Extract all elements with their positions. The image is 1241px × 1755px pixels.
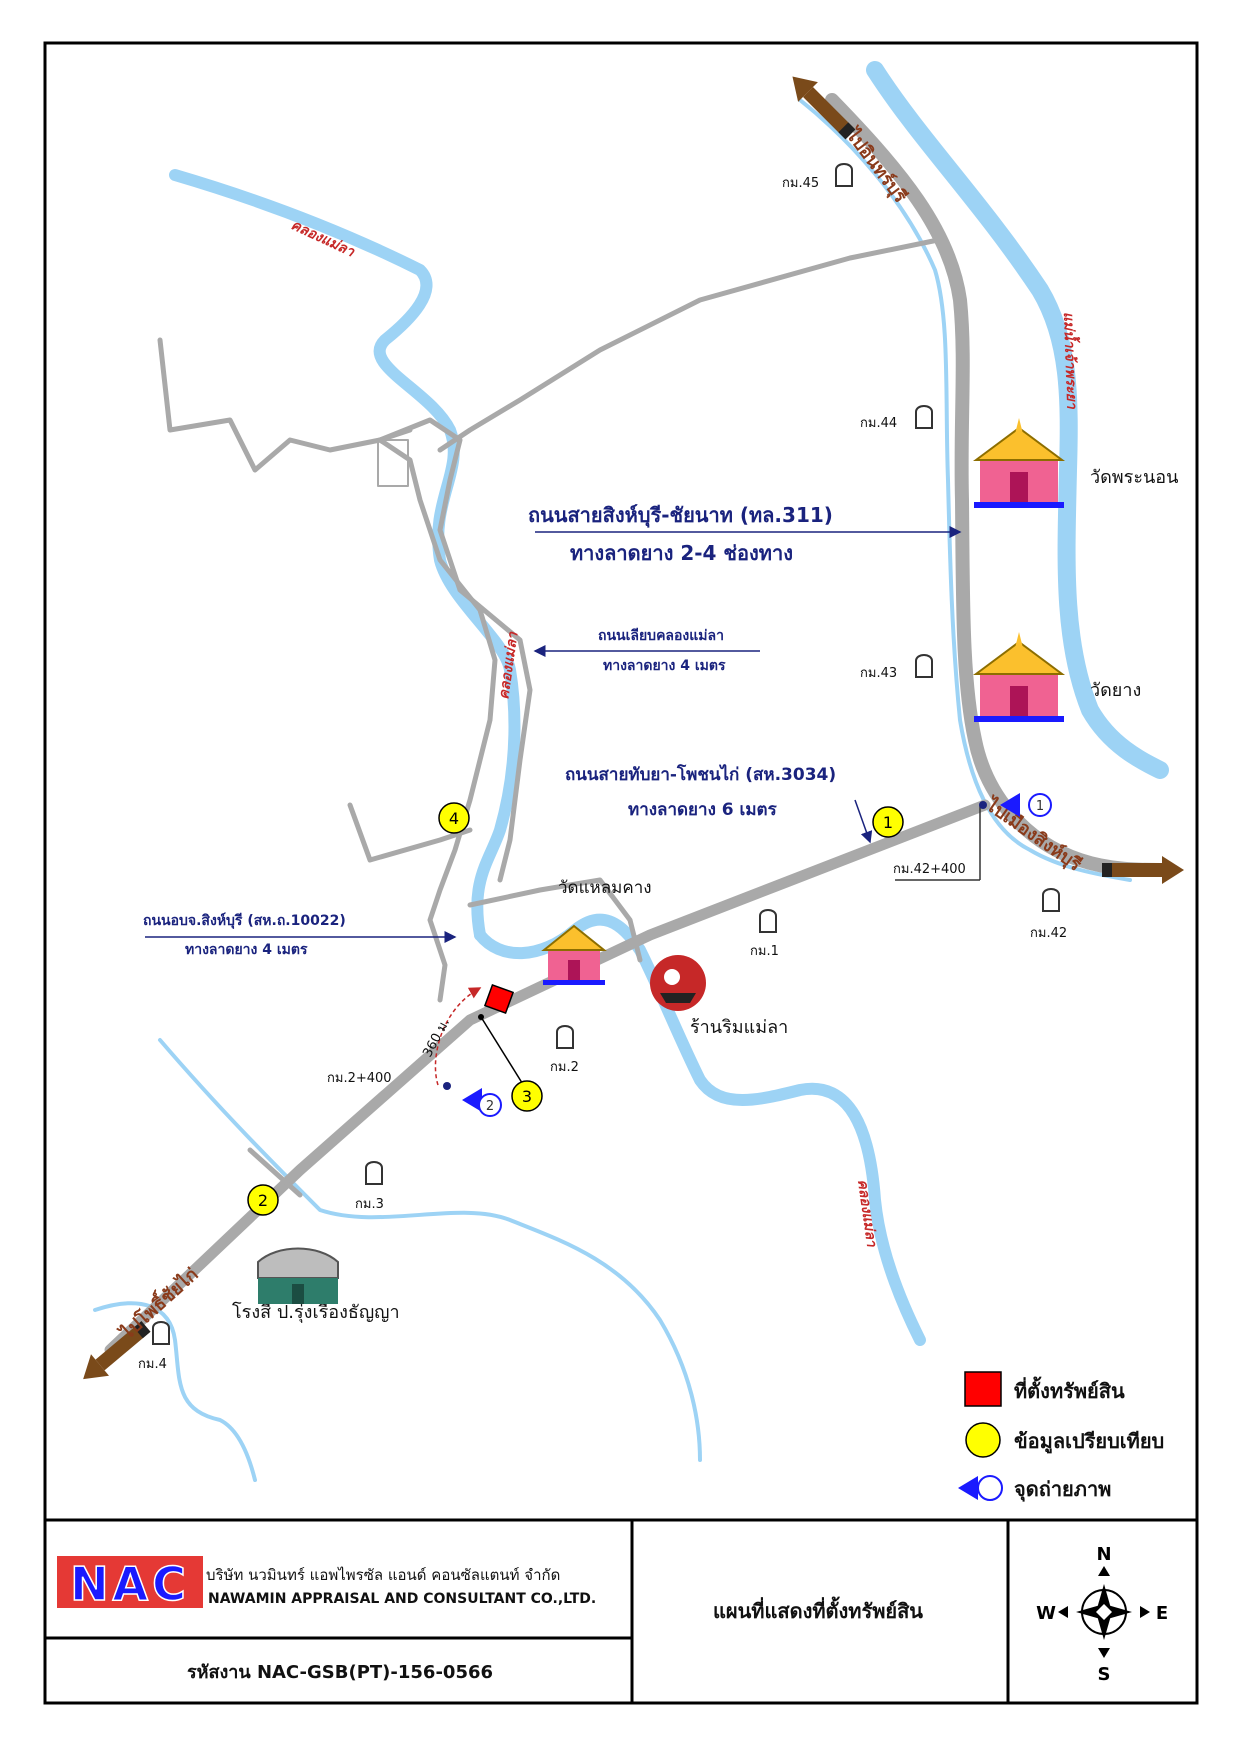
photo-points: 1 2 bbox=[443, 793, 1052, 1117]
company-name-english: NAWAMIN APPRAISAL AND CONSULTANT CO.,LTD… bbox=[208, 1591, 596, 1607]
restaurant-label: ร้านริมแม่ลา bbox=[690, 1017, 788, 1038]
km-post-icon bbox=[1042, 888, 1060, 912]
km42-400-label: กม.42+400 bbox=[893, 862, 966, 877]
compass-w: W bbox=[1036, 1603, 1056, 1624]
highway-311 bbox=[825, 93, 1167, 877]
local-road-east bbox=[467, 877, 643, 963]
job-code: รหัสงาน NAC-GSB(PT)-156-0566 bbox=[187, 1662, 493, 1683]
rice-mill-label: โรงสี ป.รุ่งเรืองธัญญา bbox=[232, 1301, 400, 1323]
compass-rose: N S E W bbox=[1036, 1544, 1168, 1685]
local-road-sw bbox=[247, 1147, 303, 1198]
km-post-icon bbox=[915, 405, 933, 429]
legend-photo-point: จุดถ่ายภาพ bbox=[1014, 1477, 1111, 1502]
restaurant-icon bbox=[650, 955, 706, 1011]
km-post-icon bbox=[835, 163, 853, 187]
comparable-markers: 1 2 3 4 bbox=[247, 802, 904, 1216]
legend-comparable: ข้อมูลเปรียบเทียบ bbox=[1014, 1429, 1164, 1455]
local-road-north bbox=[437, 237, 941, 453]
local-road-west2 bbox=[377, 437, 498, 1003]
property-marker bbox=[478, 983, 525, 1087]
temple-icon bbox=[541, 924, 607, 985]
legend-property: ที่ตั้งทรัพย์สิน bbox=[1014, 1376, 1125, 1403]
km4-label: กม.4 bbox=[138, 1357, 167, 1372]
rice-mill-icon bbox=[257, 1247, 339, 1304]
km-posts bbox=[152, 163, 1060, 1345]
wat-phra-non-label: วัดพระนอน bbox=[1090, 467, 1178, 488]
map-border bbox=[43, 41, 1199, 1705]
local-road-loop bbox=[377, 417, 533, 883]
local-road-name: ถนนอบจ.สิงห์บุรี (สห.ถ.10022) bbox=[143, 912, 346, 929]
comparable-label: 4 bbox=[449, 809, 459, 828]
temple-icon bbox=[972, 632, 1066, 722]
main-road-surface: ทางลาดยาง 2-4 ช่องทาง bbox=[570, 541, 793, 565]
secondary-road-name: ถนนสายทับยา-โพชนไก่ (สห.3034) bbox=[565, 764, 836, 785]
main-road-name: ถนนสายสิงห์บุรี-ชัยนาท (ทล.311) bbox=[528, 503, 833, 528]
local-road-surface: ทางลาดยาง 4 เมตร bbox=[185, 942, 308, 958]
comparable-label: 3 bbox=[522, 1087, 532, 1106]
company-name-thai: บริษัท นวมินทร์ แอพไพรซัล แอนด์ คอนซัลแต… bbox=[206, 1566, 560, 1584]
km2-400-label: กม.2+400 bbox=[327, 1071, 392, 1086]
canal-thin-1 bbox=[798, 98, 1132, 882]
direction-arrows bbox=[83, 76, 1184, 1380]
legend: ที่ตั้งทรัพย์สิน ข้อมูลเปรียบเทียบ จุดถ่… bbox=[958, 1371, 1164, 1502]
canal-thin-2 bbox=[158, 1038, 702, 1462]
km-post-icon bbox=[915, 654, 933, 678]
secondary-road-surface: ทางลาดยาง 6 เมตร bbox=[628, 800, 778, 820]
comparable-label: 1 bbox=[883, 813, 893, 832]
local-road-west bbox=[157, 337, 413, 473]
compass-s: S bbox=[1098, 1664, 1111, 1685]
local-road-10022 bbox=[347, 802, 473, 863]
km-post-icon bbox=[365, 1161, 383, 1185]
comparable-label: 2 bbox=[258, 1191, 268, 1210]
km43-label: กม.43 bbox=[860, 666, 897, 681]
title-block: NAC บริษัท นวมินทร์ แอพไพรซัล แอนด์ คอนซ… bbox=[45, 1518, 1197, 1703]
temple-icon bbox=[972, 418, 1066, 508]
map-title: แผนที่แสดงที่ตั้งทรัพย์สิน bbox=[713, 1596, 923, 1623]
km45-label: กม.45 bbox=[782, 176, 819, 191]
compass-e: E bbox=[1156, 1603, 1168, 1624]
river-label-chao-phraya: แม่น้ำเจ้าพระยา bbox=[1060, 311, 1083, 410]
photo-point-label: 1 bbox=[1036, 799, 1044, 814]
temples bbox=[541, 418, 1066, 985]
canal-road-name: ถนนเลียบคลองแม่ลา bbox=[598, 628, 724, 644]
km3-label: กม.3 bbox=[355, 1197, 384, 1212]
canal-thin-3 bbox=[93, 1301, 257, 1482]
km44-label: กม.44 bbox=[860, 416, 897, 431]
wat-yang-label: วัดยาง bbox=[1090, 680, 1141, 701]
km2-label: กม.2 bbox=[550, 1060, 579, 1075]
logo-background bbox=[57, 1556, 203, 1608]
km42-label: กม.42 bbox=[1030, 926, 1067, 941]
compass-n: N bbox=[1096, 1544, 1111, 1565]
wat-laem-khang-label: วัดแหลมคาง bbox=[558, 878, 652, 898]
road-layer bbox=[104, 93, 1167, 1356]
km-post-icon bbox=[759, 909, 777, 933]
canal-road-surface: ทางลาดยาง 4 เมตร bbox=[603, 658, 726, 674]
km-post-icon bbox=[152, 1321, 170, 1345]
km-post-icon bbox=[556, 1025, 574, 1049]
logo-text: NAC bbox=[70, 1557, 190, 1611]
road-3034 bbox=[104, 799, 991, 1356]
chao-phraya-river bbox=[866, 61, 1169, 779]
km1-label: กม.1 bbox=[750, 944, 779, 959]
leader-lines bbox=[145, 526, 981, 943]
photo-point-label: 2 bbox=[486, 1099, 494, 1114]
